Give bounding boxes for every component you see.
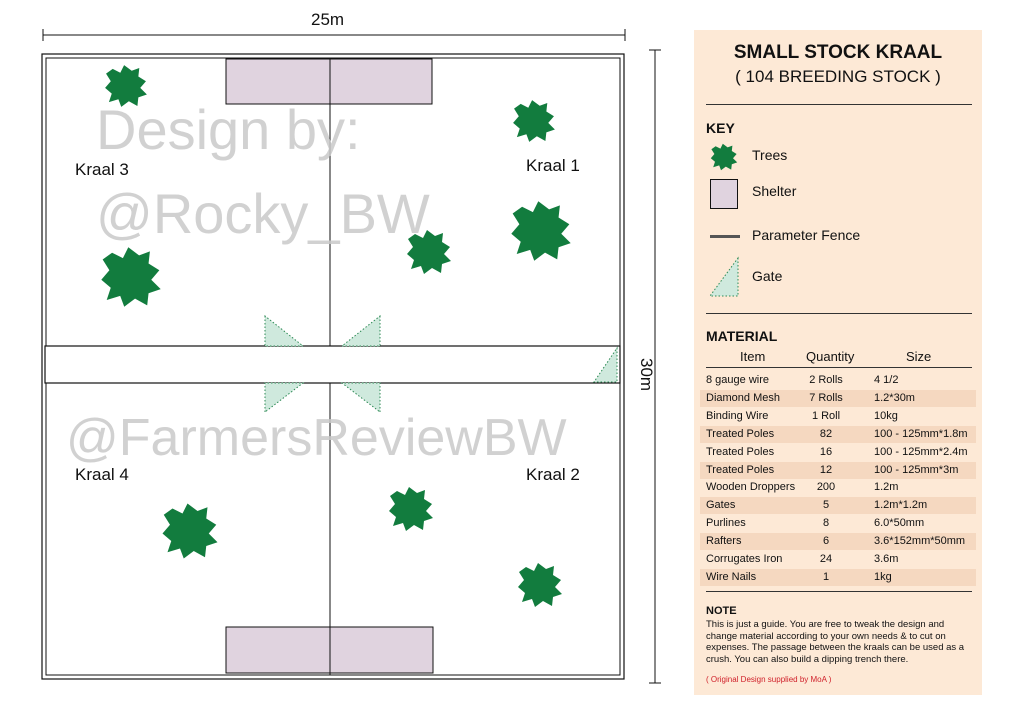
table-row: Rafters 6 3.6*152mm*50mm: [700, 533, 976, 551]
column-header-quantity: Quantity: [806, 349, 855, 364]
watermark-text: Design by:: [96, 98, 361, 161]
kraal-label: Kraal 4: [75, 465, 129, 484]
cell-quantity: 200: [816, 481, 836, 494]
cell-item: Treated Poles: [706, 463, 775, 476]
cell-size: 3.6*152mm*50mm: [874, 535, 966, 548]
table-row: Treated Poles 16 100 - 125mm*2.4m: [700, 444, 976, 461]
cell-quantity: 24: [819, 553, 833, 565]
key-heading: KEY: [706, 120, 735, 136]
cell-size: 100 - 125mm*3m: [874, 463, 959, 476]
watermark-text: @FarmersReviewBW: [66, 409, 567, 467]
cell-size: 1.2m: [874, 481, 899, 494]
watermark-text: @Rocky_BW: [96, 182, 430, 245]
cell-item: Gates: [706, 499, 736, 512]
credit-text: ( Original Design supplied by MoA ): [706, 675, 832, 684]
gate-passage: [593, 346, 618, 383]
table-row: Diamond Mesh 7 Rolls 1.2*30m: [700, 389, 976, 407]
cell-item: Binding Wire: [706, 409, 769, 422]
height-label: 30m: [637, 358, 656, 392]
gate-kraal1: [340, 314, 381, 347]
table-row: Wire Nails 1 1kg: [700, 568, 976, 586]
cell-quantity: 12: [819, 463, 833, 476]
cell-item: Wooden Droppers: [706, 481, 796, 494]
kraal-label: Kraal 3: [75, 160, 129, 179]
panel-subtitle: ( 104 BREEDING STOCK ): [735, 67, 941, 86]
site-plan: [41, 29, 661, 684]
key-label-gate: Gate: [752, 268, 783, 284]
width-dimension: [42, 29, 626, 41]
key-label-shelter: Shelter: [752, 183, 797, 199]
tree-icon: [710, 143, 738, 171]
panel-title: SMALL STOCK KRAAL: [733, 42, 943, 63]
cell-quantity: 1 Roll: [811, 409, 841, 422]
column-header-size: Size: [906, 349, 932, 364]
tree-icon: [162, 503, 218, 559]
shelter-top: [225, 58, 433, 105]
shelter-icon: [710, 179, 738, 209]
table-row: Corrugates Iron 24 3.6m: [700, 551, 976, 568]
tree-icon: [513, 100, 555, 142]
divider: [706, 104, 972, 105]
cell-quantity: 6: [822, 535, 830, 548]
table-row: 8 gauge wire 2 Rolls 4 1/2: [700, 372, 976, 389]
cell-size: 1kg: [874, 570, 892, 583]
cell-item: Purlines: [706, 517, 746, 530]
tree-icon: [518, 563, 562, 607]
cell-size: 1.2m*1.2m: [874, 499, 928, 512]
gate-kraal3: [264, 314, 305, 347]
tree-icon: [101, 247, 161, 307]
cell-size: 3.6m: [874, 553, 899, 565]
cell-quantity: 5: [822, 499, 830, 512]
note-heading: NOTE: [706, 605, 737, 617]
cell-size: 1.2*30m: [874, 391, 915, 404]
passage: [44, 345, 621, 384]
table-row: Binding Wire 1 Roll 10kg: [700, 408, 976, 425]
cell-item: Rafters: [706, 535, 742, 548]
cell-size: 100 - 125mm*2.4m: [874, 445, 968, 458]
cell-item: Wire Nails: [706, 570, 757, 583]
tree-icon: [389, 487, 433, 531]
shelter-bottom: [225, 626, 434, 674]
table-row: Purlines 8 6.0*50mm: [700, 515, 976, 532]
divider: [706, 313, 972, 314]
divider: [706, 591, 972, 592]
gate-kraal2: [340, 382, 381, 414]
kraal-label: Kraal 1: [526, 156, 580, 175]
divider: [706, 367, 972, 368]
key-label-trees: Trees: [752, 147, 788, 163]
cell-item: Treated Poles: [706, 427, 775, 440]
tree-icon: [511, 201, 571, 261]
table-row: Gates 5 1.2m*1.2m: [700, 497, 976, 515]
cell-quantity: 2 Rolls: [809, 374, 843, 386]
outer-fence: [41, 53, 625, 680]
gate-kraal4: [264, 382, 305, 414]
material-heading: MATERIAL: [706, 328, 778, 344]
cell-size: 4 1/2: [874, 374, 899, 386]
table-row: Treated Poles 12 100 - 125mm*3m: [700, 461, 976, 479]
gate-icon: [709, 256, 739, 297]
cell-quantity: 8: [822, 517, 830, 530]
cell-size: 6.0*50mm: [874, 517, 925, 530]
cell-size: 10kg: [874, 409, 898, 422]
cell-quantity: 82: [819, 427, 833, 440]
key-label-fence: Parameter Fence: [752, 227, 861, 243]
info-panel: SMALL STOCK KRAAL ( 104 BREEDING STOCK )…: [694, 30, 982, 695]
cell-quantity: 16: [819, 445, 833, 458]
cell-item: Diamond Mesh: [706, 391, 780, 404]
cell-quantity: 7 Rolls: [809, 391, 843, 404]
table-row: Treated Poles 82 100 - 125mm*1.8m: [700, 425, 976, 443]
cell-item: Treated Poles: [706, 445, 775, 458]
fence-icon: [710, 235, 740, 238]
cell-quantity: 1: [822, 570, 830, 583]
cell-size: 100 - 125mm*1.8m: [874, 427, 968, 440]
cell-item: 8 gauge wire: [706, 374, 769, 386]
column-header-item: Item: [740, 349, 766, 364]
table-row: Wooden Droppers 200 1.2m: [700, 479, 976, 496]
note-body: This is just a guide. You are free to tw…: [706, 619, 965, 665]
cell-item: Corrugates Iron: [706, 553, 783, 565]
width-label: 25m: [311, 10, 345, 29]
height-dimension: [649, 49, 661, 684]
kraal-label: Kraal 2: [526, 465, 580, 484]
